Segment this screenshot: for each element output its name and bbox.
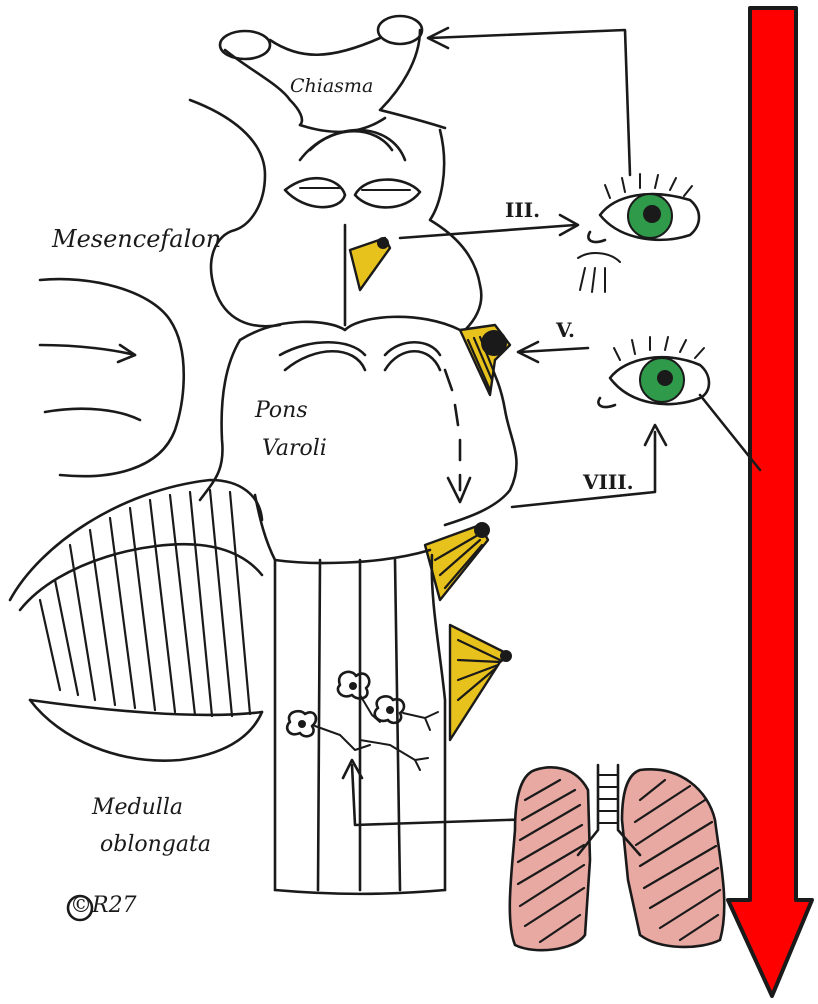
big-down-arrow [728, 8, 812, 996]
trigeminal-ganglion [460, 325, 510, 395]
neurons [287, 672, 438, 770]
lungs [510, 765, 724, 950]
pons-label-line2: Varoli [262, 436, 327, 461]
lower-ganglion [450, 625, 512, 740]
copyright-label: ©R27 [70, 893, 137, 918]
chiasma-label: Chiasma [290, 75, 373, 97]
medulla-label-line2: oblongata [100, 832, 211, 857]
cerebellum [10, 279, 262, 761]
mesencephalon [190, 100, 481, 330]
mesencephalon-label: Mesencefalon [52, 225, 221, 253]
optic-chiasma [220, 16, 445, 132]
nerve-VIII-label: VIII. [583, 470, 634, 494]
nerve-III-label: III. [505, 198, 540, 222]
pons-label-line1: Pons [255, 398, 308, 423]
upper-eye [578, 174, 699, 292]
medulla-oblongata [255, 495, 445, 894]
lower-eye [518, 337, 760, 470]
oculomotor-nerve [350, 215, 578, 290]
medulla-label-line1: Medulla [92, 795, 183, 820]
eye-chiasma-connector [428, 28, 630, 175]
nerve-V-label: V. [556, 318, 575, 342]
